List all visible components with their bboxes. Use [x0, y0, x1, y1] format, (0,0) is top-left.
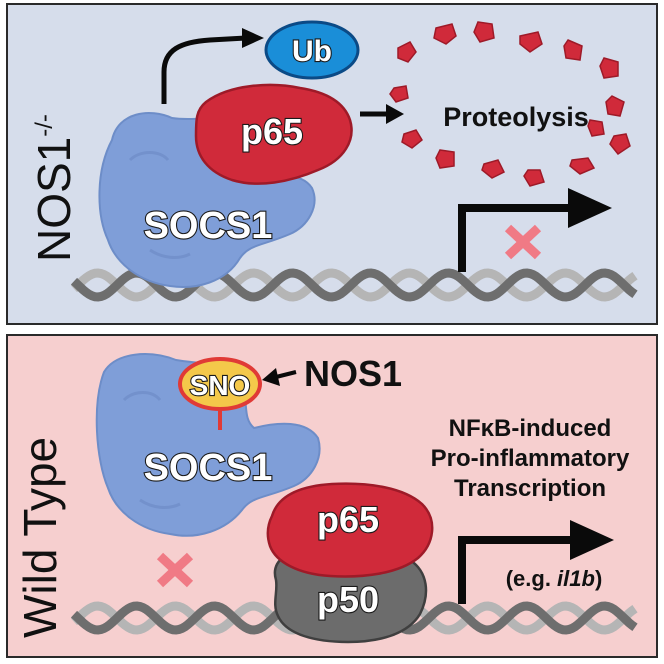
bottom-arrow-head [570, 520, 614, 560]
top-socs1-label: SOCS1 [144, 205, 273, 247]
bottom-transcription-arrow [458, 520, 614, 604]
top-ub-arrow-head [242, 28, 264, 48]
gene-example-label: (e.g. il1b) [506, 566, 603, 591]
top-side-label: NOS1-/- [28, 114, 80, 262]
bottom-p65-shape [266, 482, 434, 578]
bottom-arrow-shaft [458, 536, 574, 604]
top-transcription-arrow [458, 188, 612, 272]
top-block-x-icon [504, 224, 542, 260]
description-line-2: Pro-inflammatory [431, 445, 630, 472]
bottom-p65-protein [266, 482, 434, 578]
top-arrow-head [568, 188, 612, 228]
bottom-side-label: Wild Type [14, 437, 66, 638]
top-dna-strand-dark [70, 268, 638, 302]
top-ubiquitination-arrow [161, 35, 247, 104]
proteolysis-label: Proteolysis [443, 102, 589, 132]
protein-fragments [389, 21, 631, 187]
sno-label: SNO [190, 370, 251, 401]
ub-label: Ub [292, 35, 332, 68]
description-line-1: NFκB-induced [449, 415, 612, 442]
proteolysis-arrow-head [386, 104, 404, 124]
gene-example-gene: il1b [557, 566, 595, 591]
top-panel: NOS1-/- Ub p65 Proteolysis SOCS1 [6, 3, 658, 325]
p50-label: p50 [317, 579, 379, 620]
top-p65-shape [194, 83, 353, 185]
bottom-panel: Wild Type SNO NOS1 SOCS1 NFκB-induced Pr… [6, 334, 658, 658]
nos1-arrow-head [262, 368, 280, 386]
top-p65-protein [194, 83, 353, 185]
gene-example-suffix: ) [595, 566, 602, 591]
nos1-label: NOS1 [304, 353, 402, 394]
sno-badge [178, 357, 262, 411]
gene-example-prefix: (e.g. [506, 566, 557, 591]
bottom-p65-label: p65 [317, 499, 379, 540]
bottom-block-x-icon [156, 552, 194, 588]
description-line-3: Transcription [454, 475, 606, 502]
bottom-socs1-label: SOCS1 [144, 447, 273, 489]
ubiquitin-badge [264, 20, 360, 80]
top-arrow-shaft [458, 204, 572, 272]
top-p65-label: p65 [241, 111, 303, 152]
